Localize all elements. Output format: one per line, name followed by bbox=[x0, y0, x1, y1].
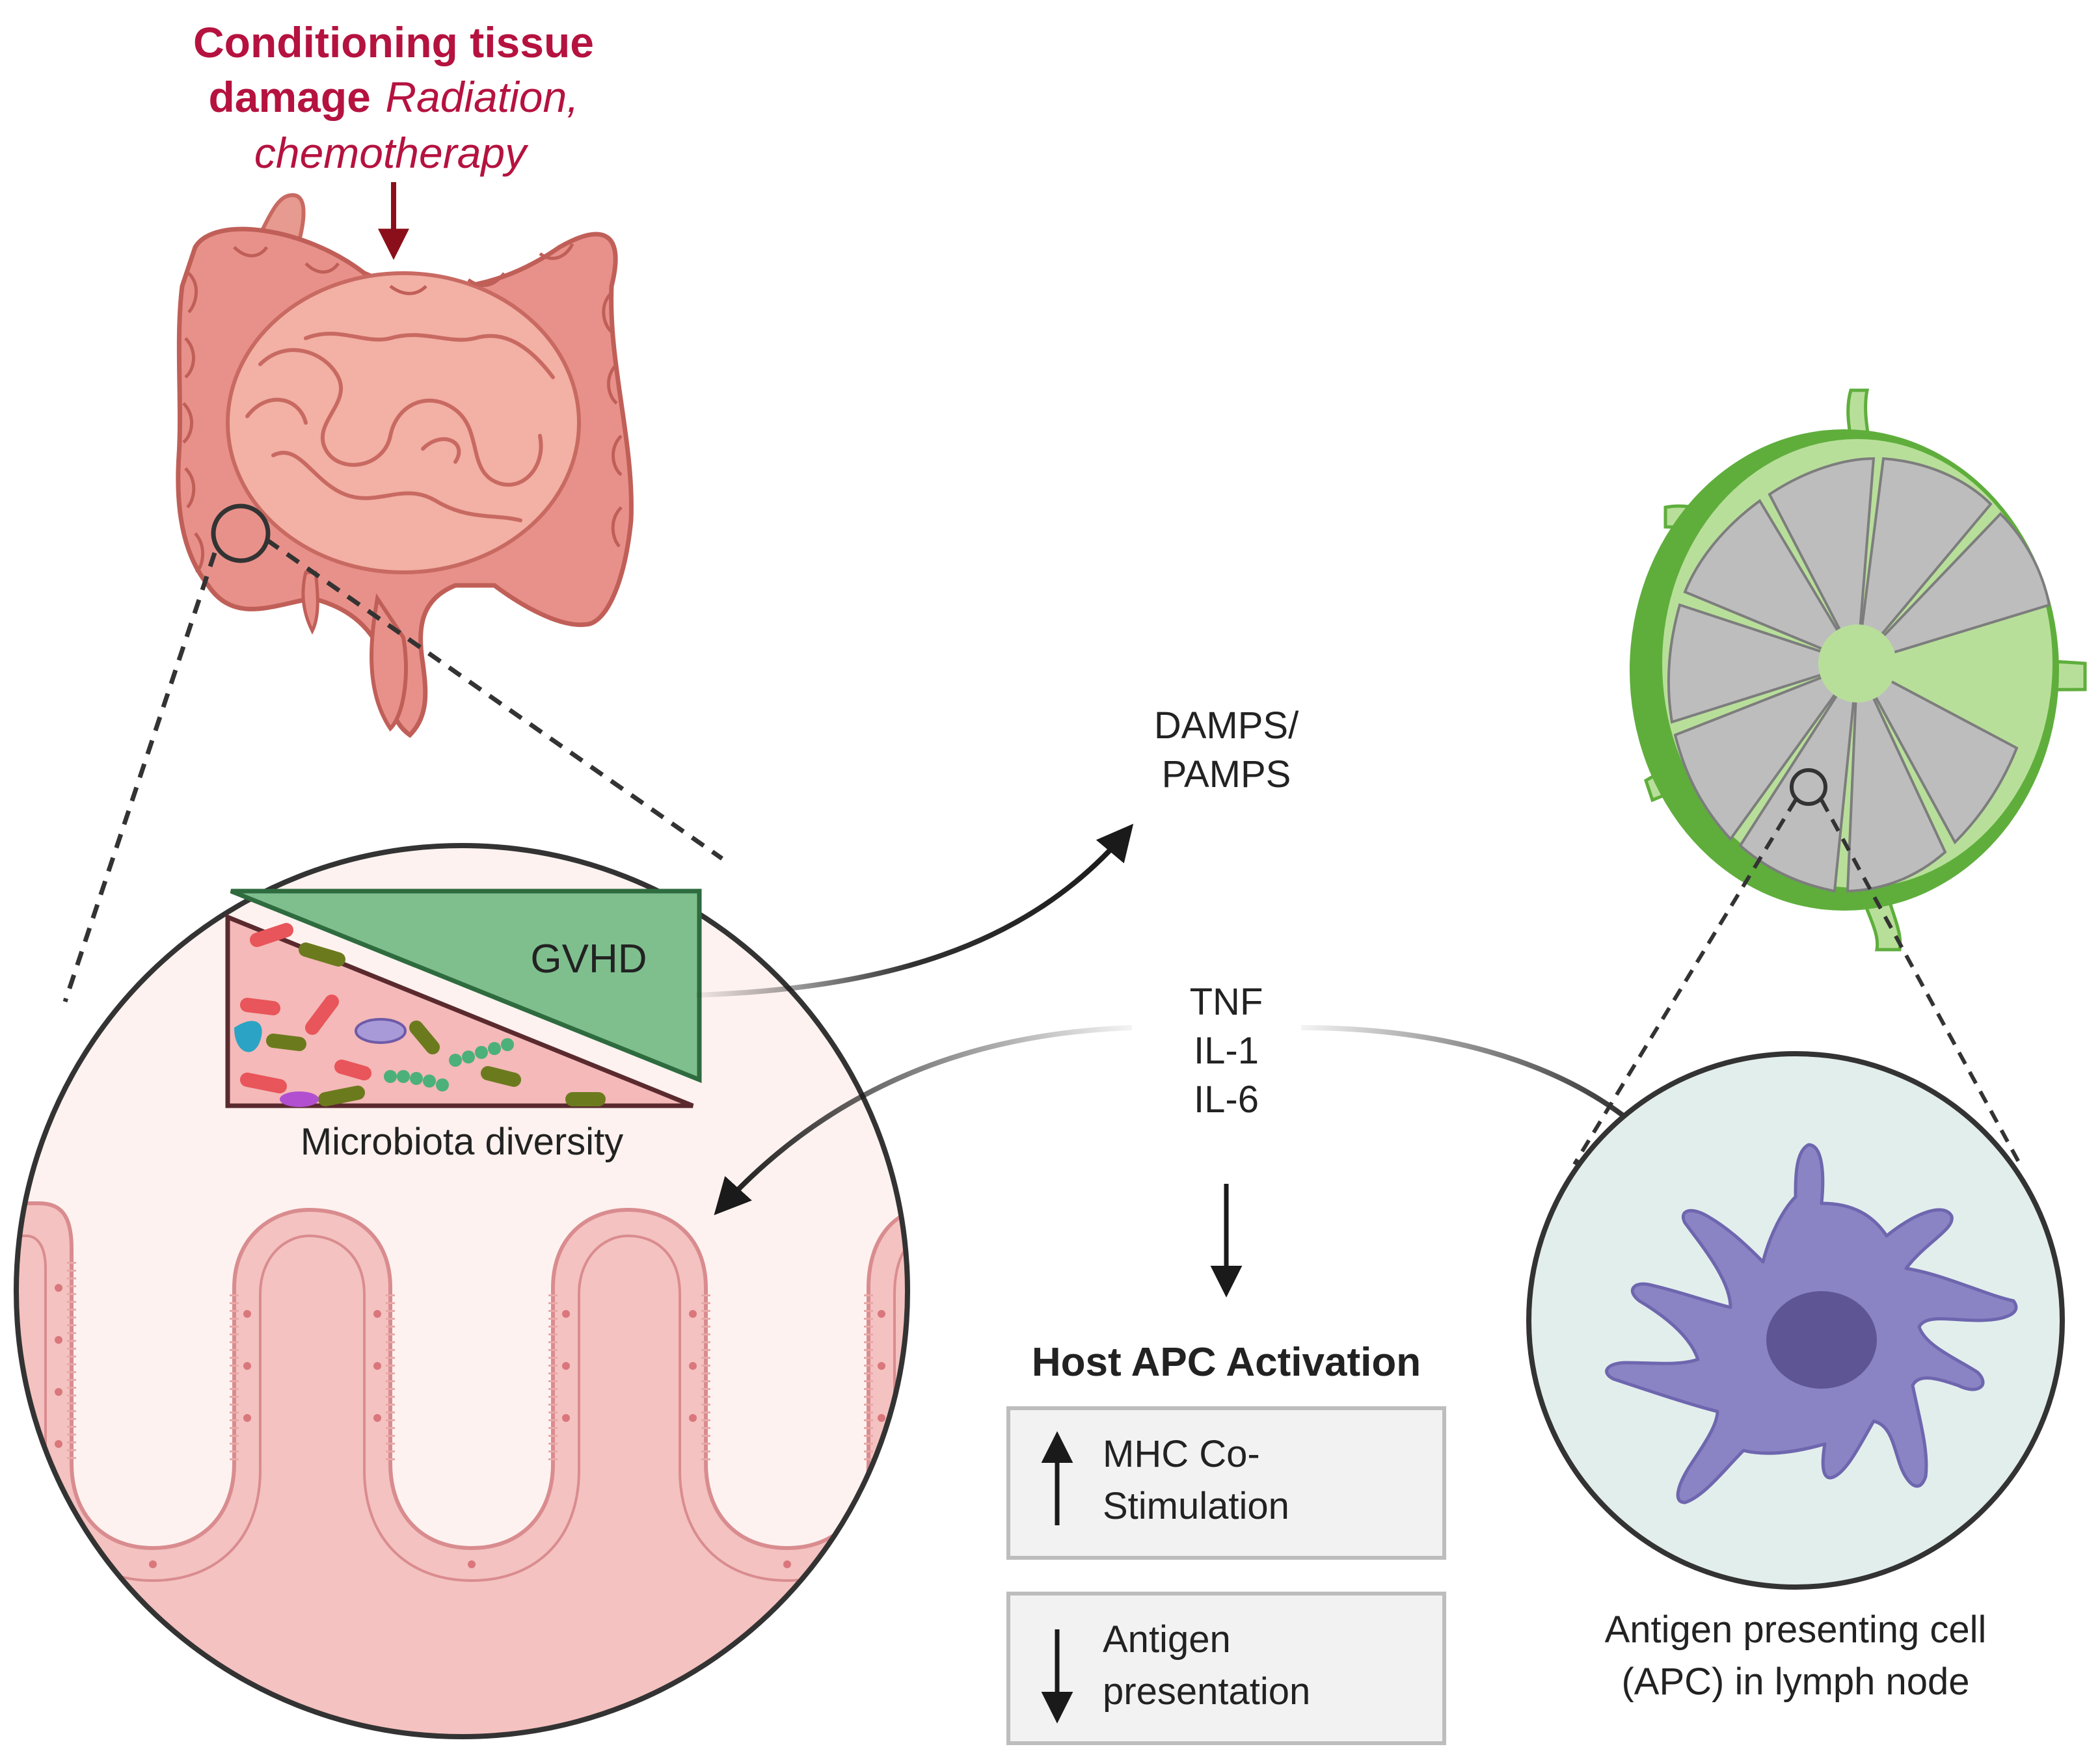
header-line-2: damage Radiation, bbox=[208, 73, 578, 121]
gut-zoom-marker bbox=[211, 503, 271, 563]
header-line-3: chemotherapy bbox=[254, 129, 529, 177]
mhc-box: MHC Co- Stimulation bbox=[1006, 1406, 1446, 1560]
apc-caption: Antigen presenting cell (APC) in lymph n… bbox=[1605, 1609, 1987, 1703]
gvhd-label: GVHD bbox=[530, 937, 647, 982]
lymph-zoom-line-left bbox=[1572, 799, 1797, 1166]
header-line-2-bold: damage bbox=[208, 73, 370, 121]
header-text: Conditioning tissue damage Radiation, ch… bbox=[193, 18, 594, 177]
microbiota-triangle bbox=[225, 913, 694, 1108]
mhc-line-1: MHC Co- bbox=[1103, 1433, 1260, 1475]
damps-line-1: DAMPS/ bbox=[1154, 704, 1299, 747]
arrow-to-damps bbox=[695, 823, 1134, 998]
lymph-zoom-marker bbox=[1790, 768, 1827, 806]
header-line-1: Conditioning tissue bbox=[193, 18, 594, 66]
gut-zoom-line-left bbox=[62, 552, 217, 1003]
antigen-line-1: Antigen bbox=[1103, 1618, 1231, 1661]
microbiota-label: Microbiota diversity bbox=[301, 1121, 623, 1163]
intestine-illustration bbox=[176, 193, 634, 738]
damps-pamps-label: DAMPS/ PAMPS bbox=[1154, 704, 1299, 795]
dendritic-cell bbox=[1605, 1143, 2018, 1504]
cytokine-il1: IL-1 bbox=[1194, 1030, 1259, 1072]
cytokine-il6: IL-6 bbox=[1194, 1078, 1259, 1121]
lymph-zoom-line-right bbox=[1820, 799, 2022, 1166]
arrow-to-gut bbox=[714, 1025, 1133, 1216]
mhc-line-2: Stimulation bbox=[1103, 1485, 1289, 1527]
damps-line-2: PAMPS bbox=[1162, 753, 1291, 795]
apc-caption-line-1: Antigen presenting cell bbox=[1605, 1609, 1987, 1651]
gvhd-triangle bbox=[230, 889, 702, 1084]
gut-zoom-line-right bbox=[265, 538, 724, 861]
cytokine-list: TNF IL-1 IL-6 bbox=[1190, 981, 1263, 1121]
apc-zoom-circle bbox=[1526, 1051, 2065, 1590]
lymph-node-illustration bbox=[1630, 388, 2087, 952]
antigen-line-2: presentation bbox=[1103, 1670, 1310, 1713]
apc-activation-title: Host APC Activation bbox=[1032, 1340, 1421, 1385]
header-line-2-italic: Radiation, bbox=[385, 73, 578, 121]
apc-caption-line-2: (APC) in lymph node bbox=[1621, 1661, 1969, 1703]
antigen-box: Antigen presentation bbox=[1006, 1592, 1446, 1745]
cytokine-tnf: TNF bbox=[1190, 981, 1263, 1023]
